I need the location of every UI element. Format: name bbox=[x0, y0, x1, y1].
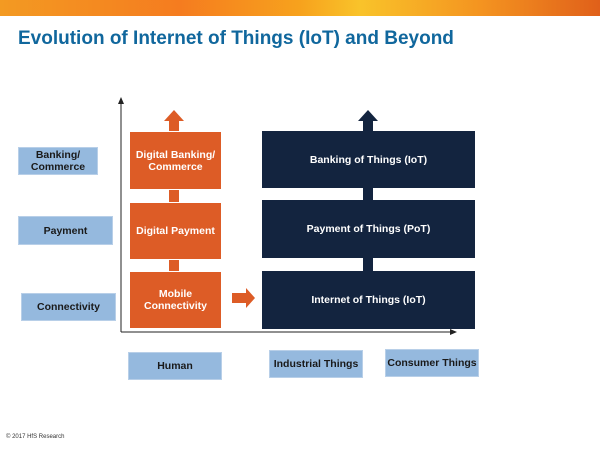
axis-arrowhead-up bbox=[118, 97, 124, 104]
row-label-connectivity: Connectivity bbox=[21, 293, 116, 321]
right-arrow-icon bbox=[232, 288, 255, 308]
copyright: © 2017 HfS Research bbox=[6, 434, 65, 440]
human-banking-box: Digital Banking/ Commerce bbox=[129, 131, 222, 190]
human-connectivity-box: Mobile Connectivity bbox=[129, 271, 222, 329]
header-banner bbox=[0, 0, 600, 16]
row-label-banking: Banking/ Commerce bbox=[18, 147, 98, 175]
axis-arrowhead-right bbox=[450, 329, 457, 335]
up-arrow-icon bbox=[164, 110, 184, 121]
things-banking-box: Banking of Things (IoT) bbox=[262, 131, 475, 188]
column-label-human: Human bbox=[128, 352, 222, 380]
human-payment-box: Digital Payment bbox=[129, 202, 222, 260]
things-internet-box: Internet of Things (IoT) bbox=[262, 271, 475, 329]
row-label-payment: Payment bbox=[18, 216, 113, 245]
column-label-industrial: Industrial Things bbox=[269, 350, 363, 378]
up-arrow-icon bbox=[358, 110, 378, 121]
page-title: Evolution of Internet of Things (IoT) an… bbox=[18, 28, 454, 49]
column-label-consumer: Consumer Things bbox=[385, 349, 479, 377]
things-payment-box: Payment of Things (PoT) bbox=[262, 200, 475, 258]
